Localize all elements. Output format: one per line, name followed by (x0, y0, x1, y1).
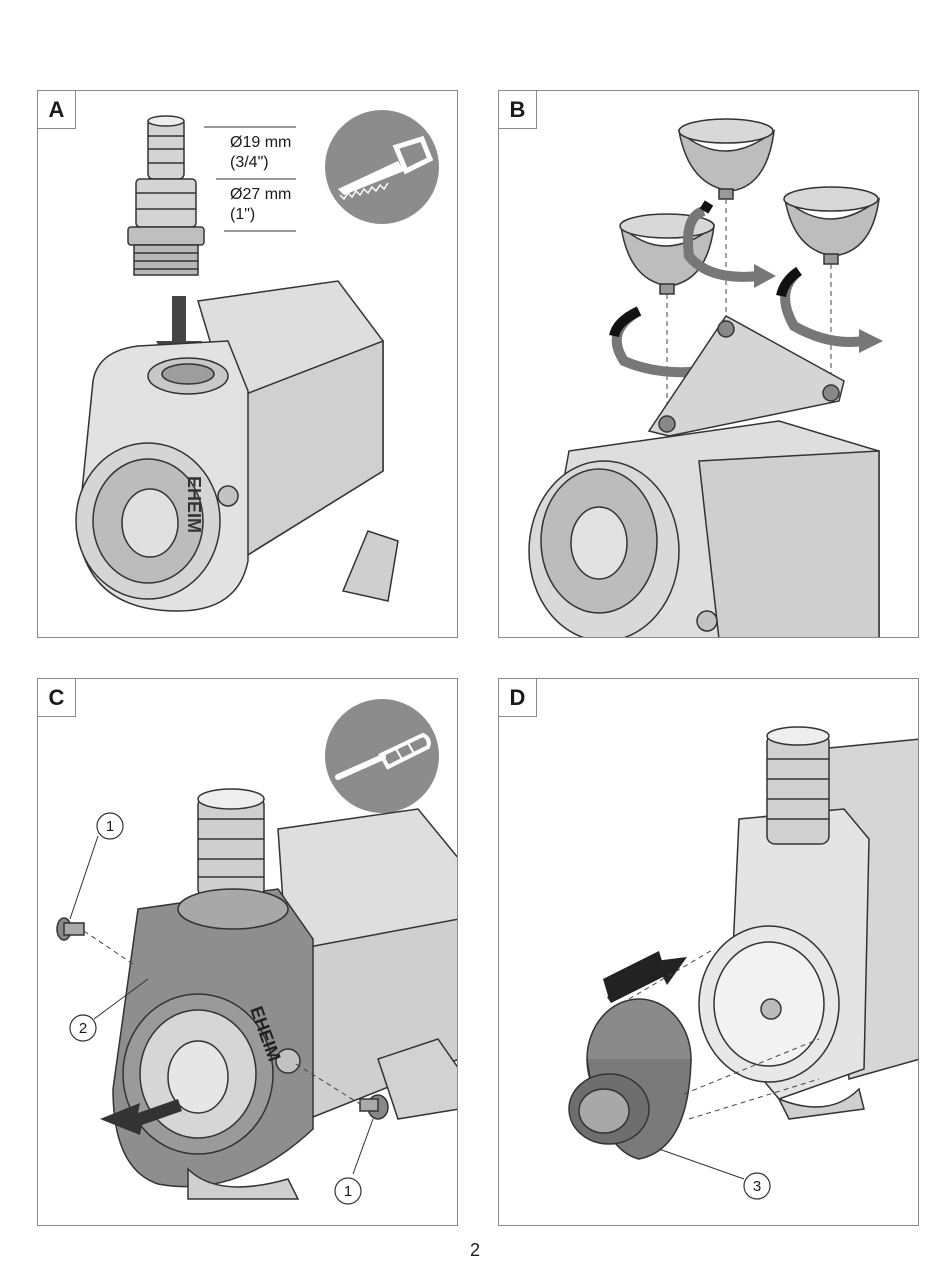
callout-2-text: 2 (79, 1020, 87, 1037)
dimension-27mm-inch: (1") (230, 206, 255, 223)
screwdriver-icon (325, 699, 439, 813)
suction-cup (784, 187, 879, 264)
panel-a-illustration: Ø19 mm (3/4") Ø27 mm (1") E (38, 91, 458, 638)
callout-1-bottom: 1 (335, 1119, 373, 1204)
panel-b: B (498, 90, 919, 638)
callout-1-top: 1 (70, 813, 123, 919)
pump-body (699, 727, 919, 1119)
dimension-19mm: Ø19 mm (230, 134, 291, 151)
hose-adapter (128, 116, 204, 275)
panel-c-label: C (38, 679, 76, 717)
screw-top (57, 918, 84, 940)
panel-c: C EHEIM (37, 678, 458, 1226)
suction-cup (679, 119, 774, 199)
panel-b-illustration (499, 91, 919, 638)
panel-c-illustration: EHEIM 1 2 (38, 679, 458, 1226)
panel-d: D (498, 678, 919, 1226)
brand-logo-a: EHEIM (184, 476, 204, 533)
outlet-adapter (569, 999, 691, 1159)
screw-bottom (360, 1095, 388, 1119)
pump-body (113, 789, 458, 1199)
rotation-arrow (781, 271, 883, 353)
callout-1-top-text: 1 (106, 818, 114, 835)
page-number: 2 (0, 1240, 950, 1261)
suction-cup (620, 214, 714, 294)
dimension-19mm-inch: (3/4") (230, 154, 269, 171)
callout-1-bottom-text: 1 (344, 1183, 352, 1200)
saw-icon (325, 110, 439, 224)
pump-body (529, 316, 879, 638)
insert-arrow (603, 951, 687, 1003)
panel-d-illustration: 3 (499, 679, 919, 1226)
dimension-27mm: Ø27 mm (230, 186, 291, 203)
panel-d-label: D (499, 679, 537, 717)
callout-3-text: 3 (753, 1178, 761, 1195)
panel-b-label: B (499, 91, 537, 129)
panel-a: A Ø19 mm (3/4") Ø27 mm (1") (37, 90, 458, 638)
panel-a-label: A (38, 91, 76, 129)
callout-3: 3 (659, 1149, 770, 1199)
pump-body (76, 281, 398, 611)
